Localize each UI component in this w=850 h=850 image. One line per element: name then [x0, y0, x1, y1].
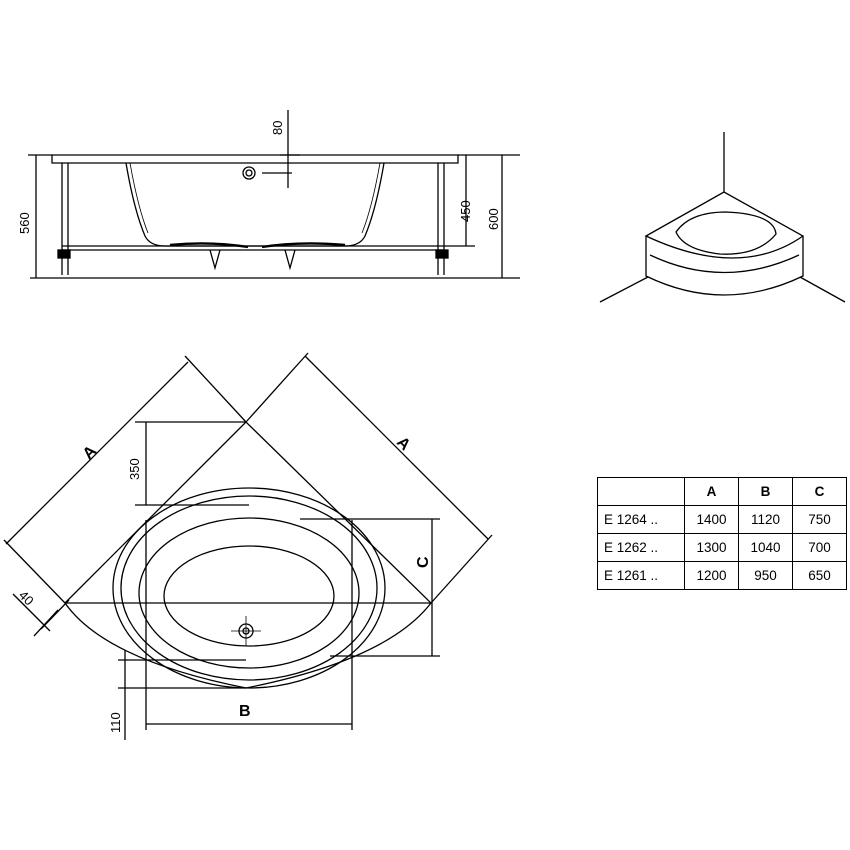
dim-350: 350: [127, 458, 142, 480]
dim-560: 560: [17, 212, 32, 234]
value-c: 700: [792, 533, 847, 562]
value-c: 650: [792, 561, 847, 590]
label-c: C: [415, 556, 432, 568]
iso-tub-top: [644, 191, 805, 259]
table-header-cell: B: [738, 477, 793, 506]
table-row: E 1262 .. 1300 1040 700: [597, 533, 847, 562]
label-a-left: A: [80, 442, 101, 463]
model-code: E 1262 ..: [597, 533, 685, 562]
rim-inner: [120, 495, 378, 681]
plan-view: [3, 352, 493, 740]
dim-80: 80: [270, 121, 285, 135]
label-a-right: A: [393, 434, 414, 455]
rim-outer: [112, 487, 386, 689]
value-b: 1120: [738, 505, 793, 534]
size-table: A B C E 1264 .. 1400 1120 750 E 1262 .. …: [597, 477, 847, 590]
table-header-cell: [597, 477, 685, 506]
iso-tub-apron: [645, 236, 804, 296]
tub-rim: [51, 154, 459, 164]
table-header-cell: C: [792, 477, 847, 506]
table-row: E 1264 .. 1400 1120 750: [597, 505, 847, 534]
overflow-hole: [242, 166, 256, 180]
dim-40: 40: [16, 588, 37, 609]
basin-top: [138, 517, 360, 669]
table-header-row: A B C: [597, 477, 847, 506]
side-elevation: [28, 110, 520, 279]
model-code: E 1264 ..: [597, 505, 685, 534]
table-row: E 1261 .. 1200 950 650: [597, 561, 847, 590]
value-b: 950: [738, 561, 793, 590]
iso-tub-inner: [675, 211, 777, 255]
dim-600: 600: [486, 208, 501, 230]
basin-bottom: [163, 545, 335, 647]
isometric-view: [599, 132, 846, 303]
label-b: B: [239, 703, 251, 720]
dim-450: 450: [458, 200, 473, 222]
value-a: 1400: [684, 505, 739, 534]
value-c: 750: [792, 505, 847, 534]
model-code: E 1261 ..: [597, 561, 685, 590]
value-a: 1300: [684, 533, 739, 562]
support-foot: [209, 249, 221, 271]
tub-basin-inner: [129, 162, 149, 234]
value-a: 1200: [684, 561, 739, 590]
dim-110: 110: [108, 712, 123, 733]
value-b: 1040: [738, 533, 793, 562]
table-header-cell: A: [684, 477, 739, 506]
